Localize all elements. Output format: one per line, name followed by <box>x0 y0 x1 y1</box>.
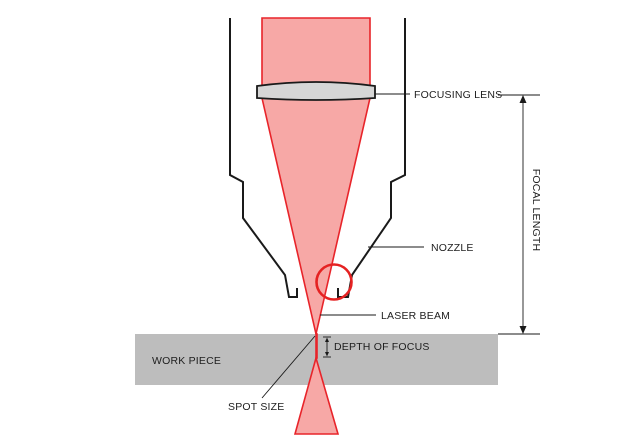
focal-length-arrow-bottom <box>519 326 527 334</box>
focusing-lens <box>256 81 376 101</box>
focal-length-arrow-top <box>519 95 527 103</box>
focal-length-dimension <box>519 95 527 334</box>
leader-lines <box>261 93 540 399</box>
label-nozzle: NOZZLE <box>431 242 474 254</box>
label-work-piece: WORK PIECE <box>152 355 221 367</box>
nozzle-tip-highlight-circle <box>315 263 353 301</box>
diverging-beam-cone <box>293 355 340 435</box>
label-laser-beam: LASER BEAM <box>381 310 450 322</box>
label-focal-length: FOCAL LENGTH <box>530 169 542 252</box>
label-spot-size: SPOT SIZE <box>228 401 284 413</box>
nozzle-right-wall <box>337 18 406 298</box>
label-depth-of-focus: DEPTH OF FOCUS <box>334 341 430 353</box>
label-focusing-lens: FOCUSING LENS <box>414 89 502 101</box>
depth-of-focus-beam <box>315 333 318 359</box>
nozzle-head <box>229 18 406 298</box>
converging-beam-cone <box>260 97 372 335</box>
nozzle-left-wall <box>229 18 298 298</box>
leader-spot-size <box>261 335 316 399</box>
collimated-beam <box>261 17 371 93</box>
depth-of-focus-marker <box>323 336 331 358</box>
